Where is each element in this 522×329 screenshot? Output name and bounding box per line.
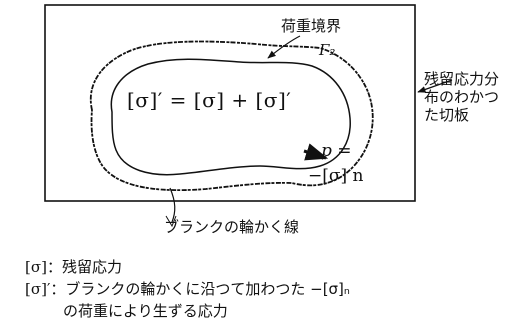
legend-text-3: の荷重により生ずる応力 bbox=[63, 302, 228, 320]
load-boundary-label: 荷重境界 bbox=[281, 17, 342, 35]
load-boundary-curve bbox=[110, 58, 351, 176]
plate-label: 残留応力分 布のわかつ た切板 bbox=[424, 70, 499, 124]
stress-equation: [σ]′ = [σ] + [σ]′ bbox=[127, 88, 292, 112]
p-label: p = bbox=[321, 141, 352, 161]
load-boundary-leader bbox=[267, 35, 301, 59]
blank-outline-curve bbox=[89, 40, 374, 192]
legend-key-1: [σ] bbox=[25, 258, 47, 276]
blank-outline-leader bbox=[169, 187, 176, 223]
p-value: −[σ] n bbox=[308, 166, 364, 186]
legend-text-2: ：ブランクの輪かくに沿つて加わつた −[σ]ₙ bbox=[50, 280, 350, 298]
legend-row-2: [σ]′：ブランクの輪かくに沿つて加わつた −[σ]ₙ bbox=[25, 278, 350, 299]
legend-row-1: [σ]：残留応力 bbox=[25, 256, 122, 277]
plate-rectangle bbox=[44, 4, 416, 202]
plate-label-line-2: 布のわかつ bbox=[424, 88, 500, 106]
legend-row-3: の荷重により生ずる応力 bbox=[63, 300, 228, 321]
plate-label-line-1: 残留応力分 bbox=[424, 70, 500, 88]
plate-leader-arrow bbox=[417, 79, 453, 93]
plate-label-line-3: た切板 bbox=[424, 106, 470, 124]
gamma-label: Γ₂ bbox=[319, 41, 336, 59]
legend-text-1: ：残留応力 bbox=[46, 258, 122, 276]
blank-outline-leader-tick bbox=[165, 215, 177, 228]
load-arrow-p bbox=[303, 143, 329, 161]
legend-key-2: [σ]′ bbox=[25, 280, 51, 298]
blank-outline-label: ブランクの輪かく線 bbox=[164, 218, 300, 236]
